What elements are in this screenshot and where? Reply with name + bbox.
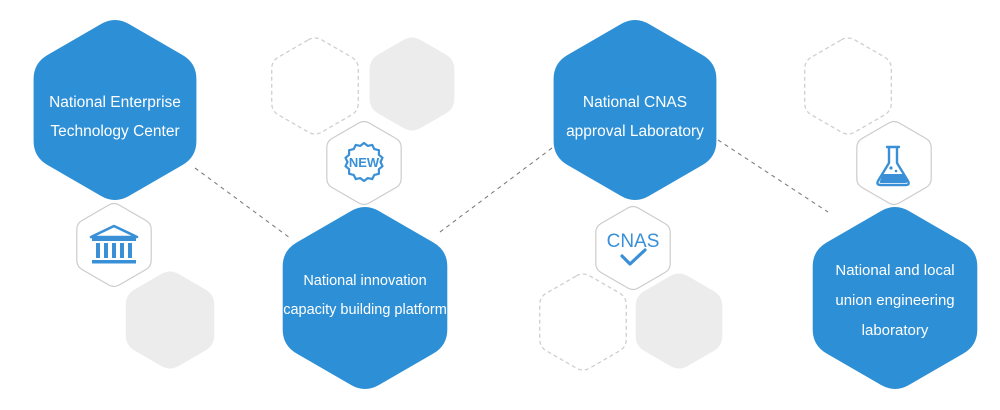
cnas-check-icon: CNAS	[607, 231, 660, 266]
main-hexagon	[553, 20, 717, 200]
main-hexagon	[33, 20, 197, 200]
connector-line	[439, 147, 553, 233]
outline-hexagon	[804, 37, 892, 135]
icon-hexagon	[856, 120, 932, 206]
bank-building-icon	[89, 224, 139, 264]
outline-hexagon	[539, 273, 627, 371]
flask-icon	[876, 145, 910, 187]
main-hexagons	[33, 20, 978, 389]
gray-hexagon	[125, 271, 215, 369]
cnas-icon-text: CNAS	[607, 231, 660, 252]
main-hexagon	[812, 207, 978, 389]
main-hexagon	[282, 207, 448, 389]
connector-lines	[194, 139, 829, 239]
decorative-hexagons	[125, 37, 892, 371]
icon-hexagon	[595, 205, 671, 291]
gray-hexagon	[635, 273, 723, 369]
icons: NEW CNAS	[89, 141, 910, 266]
connector-line	[194, 167, 291, 239]
gray-hexagon	[369, 37, 455, 131]
icon-hexagon	[326, 120, 402, 206]
icon-hexagons	[76, 120, 932, 291]
connector-line	[717, 139, 829, 213]
new-badge-text: NEW	[349, 155, 380, 170]
outline-hexagon	[271, 37, 359, 135]
new-badge-icon: NEW	[344, 141, 384, 183]
